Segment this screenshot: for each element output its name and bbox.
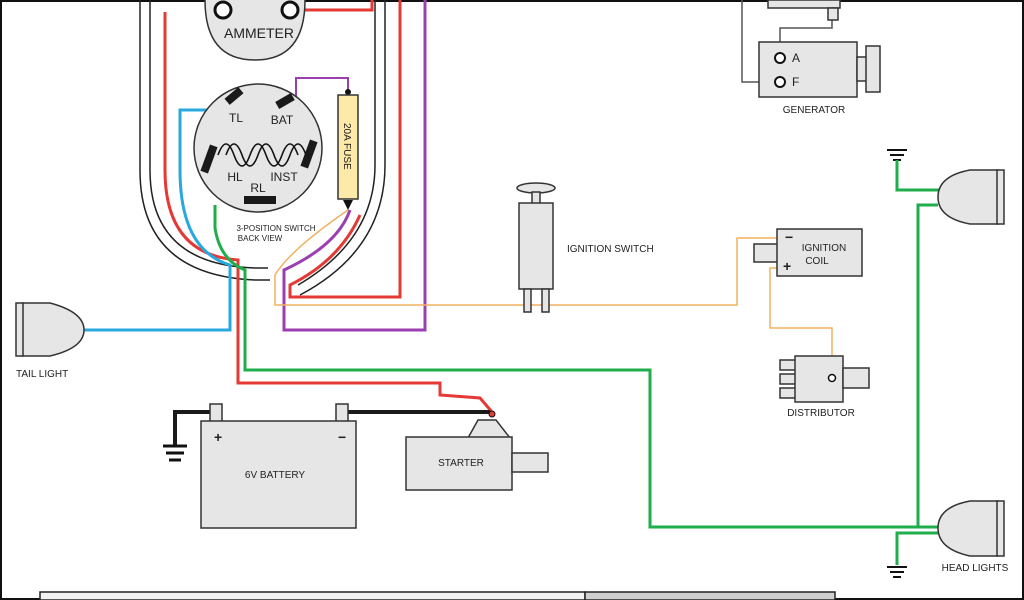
bottom-strip-right <box>584 591 836 600</box>
wire-green <box>213 205 938 529</box>
switch-terminal-inst <box>300 139 318 169</box>
panel-outline-right-outer <box>299 0 386 296</box>
head-light-top <box>937 169 1005 225</box>
tail-light-label: TAIL LIGHT <box>16 369 68 380</box>
wire-green-ground-bottom <box>895 531 940 565</box>
wire-blue <box>84 108 232 332</box>
battery-minus: − <box>338 429 346 445</box>
switch-label-rl: RL <box>250 181 266 195</box>
switch-label-bat: BAT <box>271 113 294 127</box>
fuse-label: 20A FUSE <box>341 123 352 170</box>
starter: STARTER <box>405 410 549 491</box>
switch-label-tl: TL <box>229 111 243 125</box>
wire-red-right <box>288 0 402 299</box>
coil-plus: + <box>783 258 791 274</box>
bottom-strip-left <box>39 591 586 600</box>
generator-regulator <box>767 0 841 9</box>
battery-plus: + <box>214 429 222 445</box>
switch-label-hl: HL <box>227 170 243 184</box>
ignition-coil-label-line2: COIL <box>805 256 829 267</box>
distributor-label: DISTRIBUTOR <box>787 408 855 419</box>
head-light-bottom <box>937 500 1005 557</box>
wire-green-ground-top <box>895 168 940 192</box>
battery-ground-symbol <box>163 444 187 462</box>
wire-red <box>163 12 494 413</box>
switch-terminal-rl <box>244 196 276 204</box>
wire-green-headlights <box>916 203 938 527</box>
wire-orange-distributor <box>769 267 833 375</box>
generator-terminal-a <box>774 52 786 64</box>
generator: A F GENERATOR <box>758 0 881 116</box>
wire-purple-fuse <box>295 77 349 100</box>
generator-label-f: F <box>792 75 799 89</box>
ammeter: AMMETER <box>204 0 306 61</box>
panel-outline-right-inner <box>297 0 376 286</box>
switch-caption-line1: 3-POSITION SWITCH <box>236 224 315 233</box>
switch-coil <box>217 143 299 167</box>
ignition-coil-label-line1: IGNITION <box>802 243 846 254</box>
ignition-coil: − + IGNITION COIL <box>753 228 863 277</box>
switch-terminal-bat <box>275 93 295 109</box>
headlight-ground-top <box>887 149 907 168</box>
wire-red-ammeter <box>290 0 374 12</box>
ammeter-terminal-left <box>213 0 233 20</box>
starter-label: STARTER <box>438 458 484 469</box>
tail-light: TAIL LIGHT <box>15 302 85 380</box>
generator-label-a: A <box>792 51 800 65</box>
distributor-terminal <box>827 373 837 383</box>
wire-black-battery-ground <box>173 410 214 445</box>
wire-orange <box>274 209 777 306</box>
wire-purple <box>282 0 427 332</box>
ammeter-terminal-right <box>280 0 300 20</box>
battery: + − 6V BATTERY <box>200 403 357 529</box>
ignition-switch-label: IGNITION SWITCH <box>567 244 654 255</box>
generator-label: GENERATOR <box>783 105 845 116</box>
generator-terminal-f <box>774 76 786 88</box>
ammeter-label: AMMETER <box>224 25 294 41</box>
headlight-ground-bottom <box>887 566 907 578</box>
fuse: 20A FUSE <box>337 89 359 210</box>
switch-coil-2 <box>225 143 307 167</box>
distributor: DISTRIBUTOR <box>779 355 870 419</box>
battery-label: 6V BATTERY <box>245 470 306 481</box>
switch-terminal-hl <box>200 144 218 174</box>
head-lights-label: HEAD LIGHTS <box>942 563 1009 574</box>
switch-caption-line2: BACK VIEW <box>238 234 283 243</box>
switch-terminal-tl <box>224 87 244 105</box>
ignition-switch: IGNITION SWITCH <box>516 182 654 313</box>
three-position-switch: TL BAT HL RL INST 3-POSITION SWITCH BACK… <box>193 83 323 243</box>
switch-label-inst: INST <box>270 170 298 184</box>
coil-minus: − <box>785 229 793 245</box>
